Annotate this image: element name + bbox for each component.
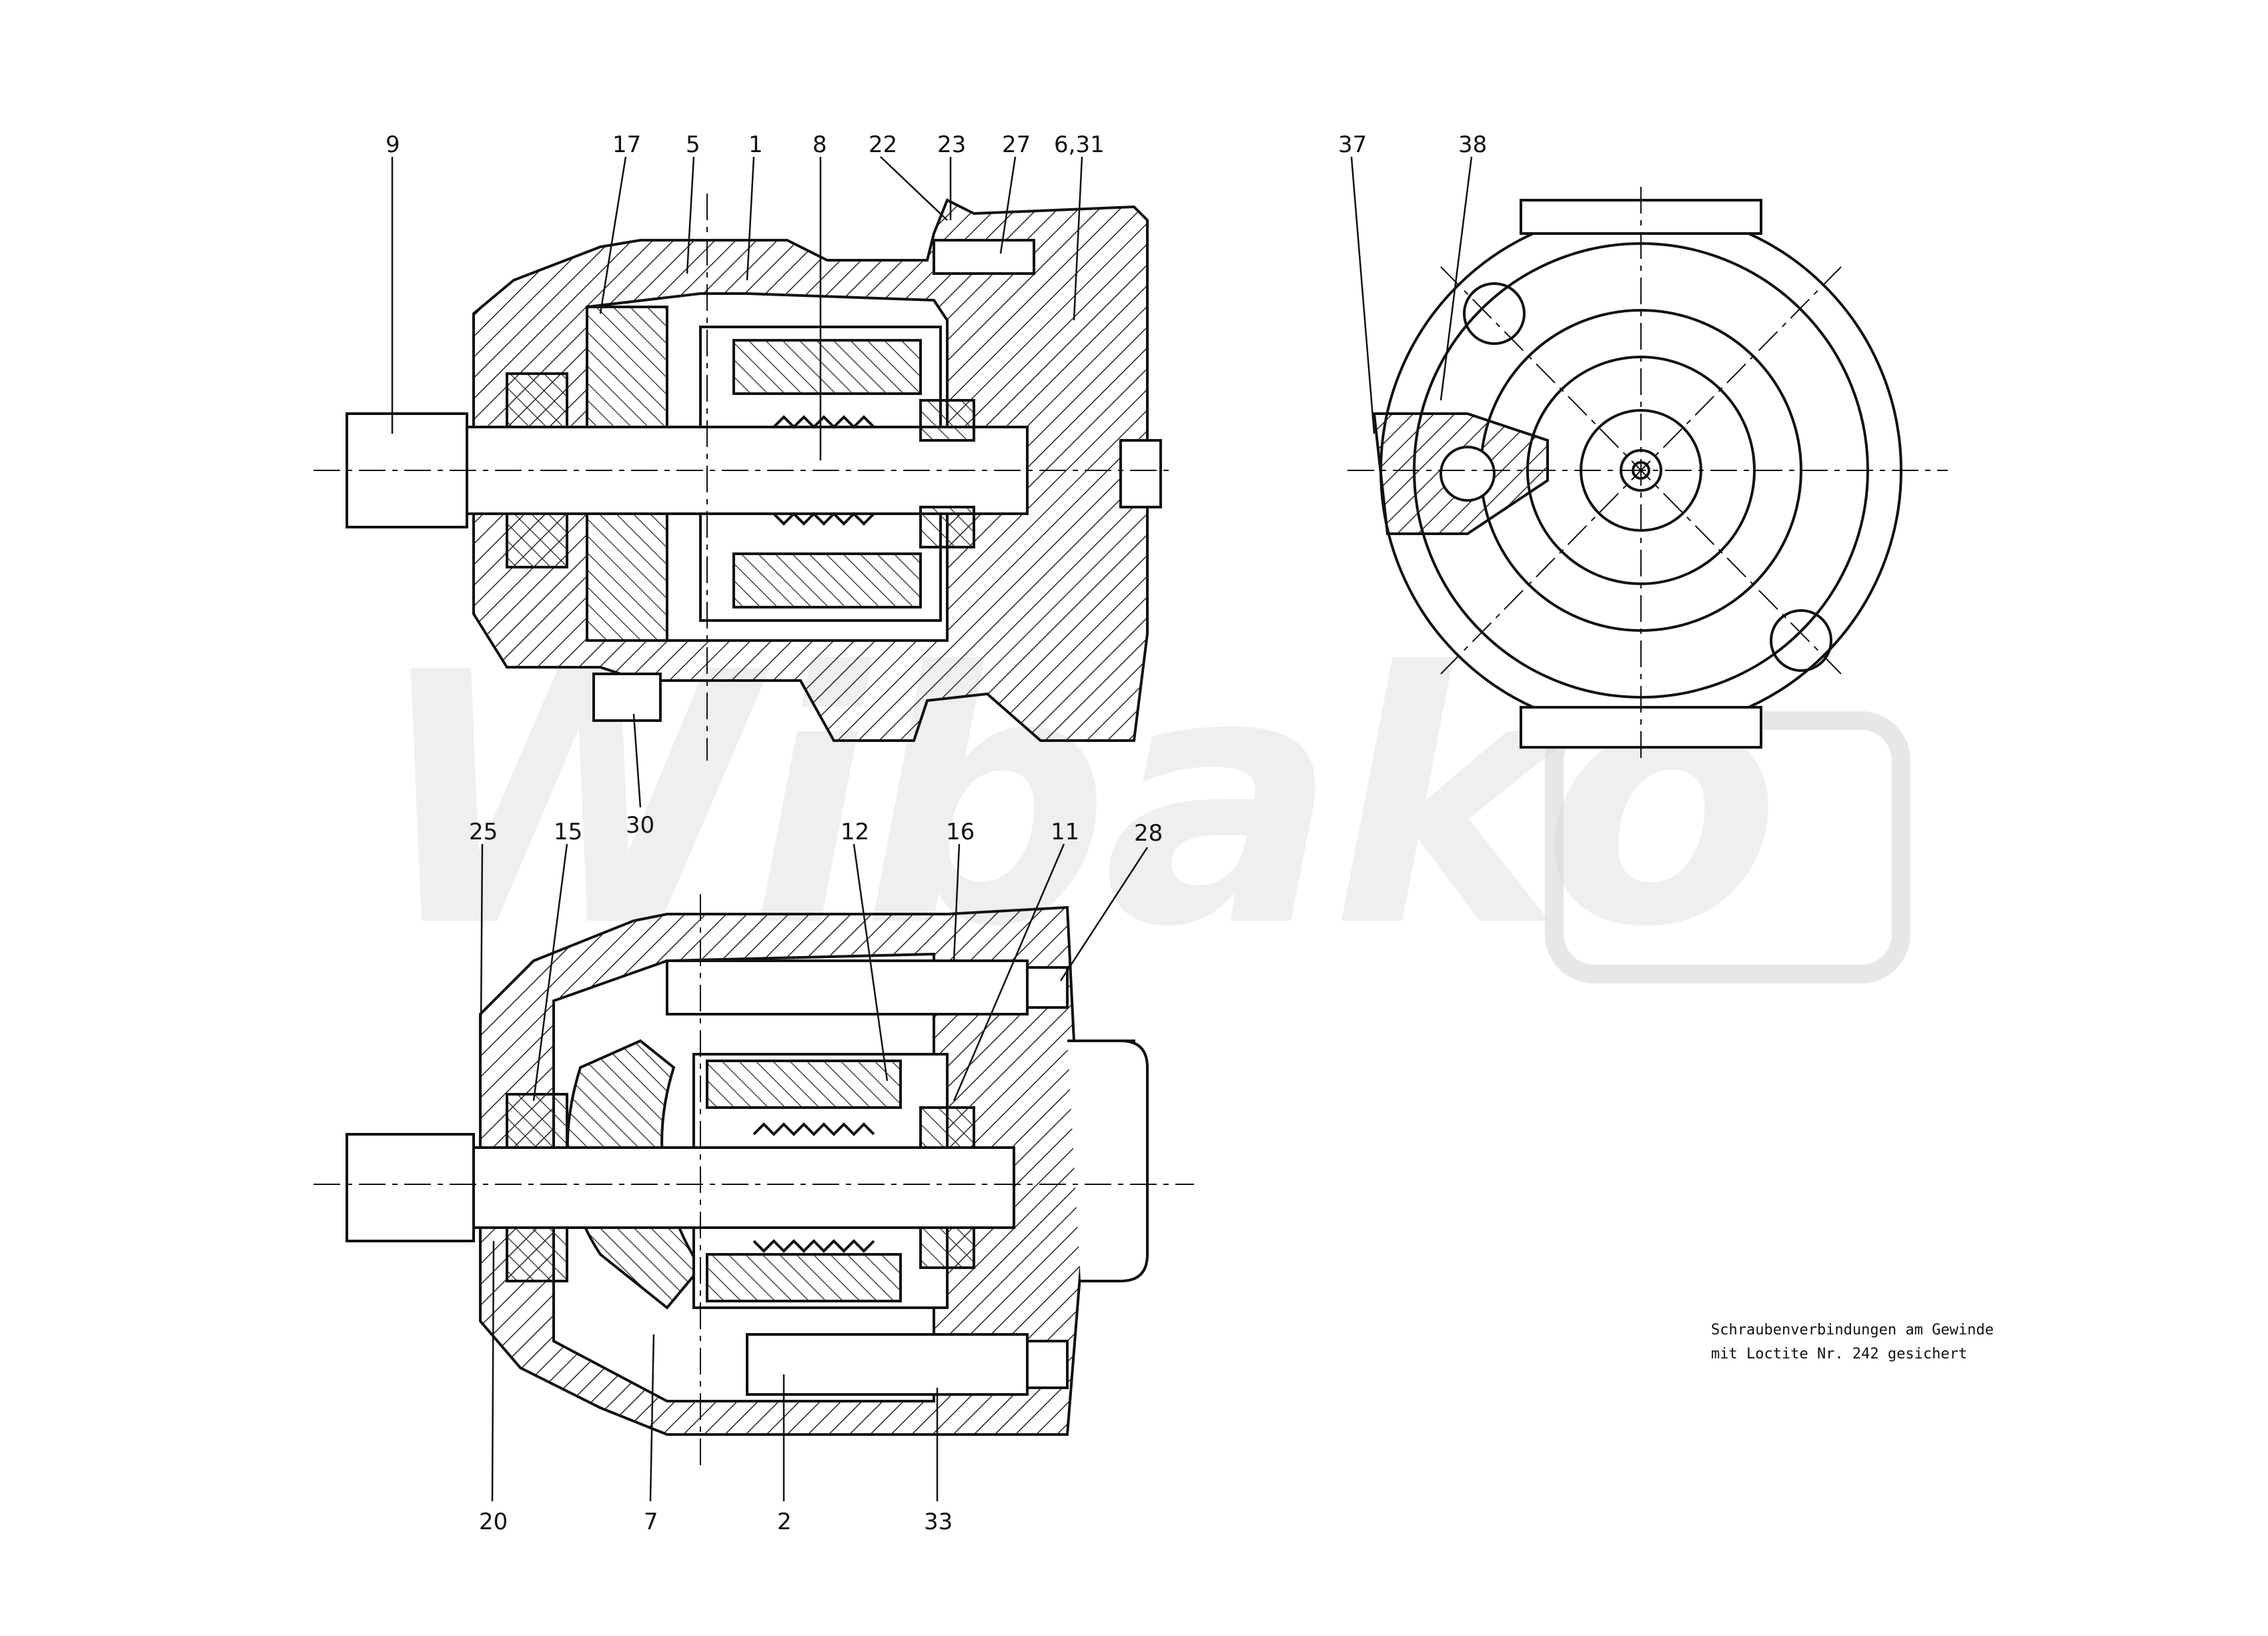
bottom-bearing-front-lower [507, 1228, 567, 1281]
leader-lines [391, 156, 1473, 1502]
callout-17: 17 [612, 131, 641, 158]
bottom-section-view [314, 894, 1194, 1468]
callout-16: 16 [946, 819, 975, 845]
callout-30: 30 [626, 812, 654, 839]
top-rear-plug [1121, 440, 1161, 507]
end-view-hole-top-left [1464, 284, 1524, 344]
callout-23: 23 [937, 131, 966, 158]
top-bearing-front-upper [507, 374, 567, 427]
top-bottom-port [594, 674, 660, 721]
bottom-piston-lower [707, 1254, 901, 1301]
callout-22: 22 [869, 131, 897, 158]
bottom-bearing-rear-upper [921, 1108, 974, 1148]
callout-27: 27 [1002, 131, 1031, 158]
bottom-plug-28 [1027, 967, 1067, 1007]
bottom-control-piston-upper [667, 961, 1027, 1014]
bottom-rear-cover [1067, 1041, 1147, 1281]
top-piston-upper [734, 340, 921, 394]
callout-5: 5 [686, 131, 700, 158]
note-line-1: Schraubenverbindungen am Gewinde [1711, 1322, 1994, 1338]
callout-37: 37 [1338, 131, 1367, 158]
callout-25: 25 [469, 819, 498, 845]
bottom-spring-lower [754, 1241, 874, 1251]
end-view [1347, 187, 1948, 761]
bottom-control-piston-lower [747, 1334, 1027, 1394]
top-bearing-rear-upper [921, 400, 974, 440]
callout-33: 33 [924, 1509, 953, 1535]
callout-7: 7 [644, 1509, 658, 1535]
bottom-spring-upper [754, 1124, 874, 1134]
top-spring-upper [774, 417, 874, 427]
end-view-hole-bottom-right [1771, 610, 1831, 671]
assembly-note: Schraubenverbindungen am Gewinde mit Loc… [1711, 1322, 1994, 1362]
bottom-piston-upper [707, 1061, 901, 1108]
top-spring-lower [774, 514, 874, 524]
callout-9: 9 [386, 131, 400, 158]
callout-labels: 9 17 5 1 8 22 23 27 6,31 30 37 38 25 15 … [386, 131, 1487, 1535]
callout-2: 2 [777, 1509, 792, 1535]
callout-8: 8 [812, 131, 827, 158]
note-line-2: mit Loctite Nr. 242 gesichert [1711, 1346, 1967, 1362]
callout-6-31: 6,31 [1054, 131, 1105, 158]
end-view-lever-pin [1441, 447, 1494, 500]
bottom-plug-lower [1027, 1341, 1067, 1388]
callout-15: 15 [554, 819, 582, 845]
bottom-bearing-rear-lower [921, 1228, 974, 1268]
top-section-view [314, 193, 1174, 761]
end-view-centerline-diag2 [1441, 267, 1841, 674]
callout-20: 20 [479, 1509, 508, 1535]
top-bearing-rear-lower [921, 507, 974, 547]
top-bearing-front-lower [507, 514, 567, 567]
callout-12: 12 [840, 819, 869, 845]
callout-38: 38 [1458, 131, 1487, 158]
callout-11: 11 [1051, 819, 1079, 845]
bottom-shaft-end [347, 1134, 474, 1241]
bottom-bearing-front-upper [507, 1094, 567, 1148]
callout-1: 1 [748, 131, 763, 158]
callout-28: 28 [1134, 820, 1163, 847]
top-rear-screw [934, 240, 1034, 274]
top-piston-lower [734, 554, 921, 607]
